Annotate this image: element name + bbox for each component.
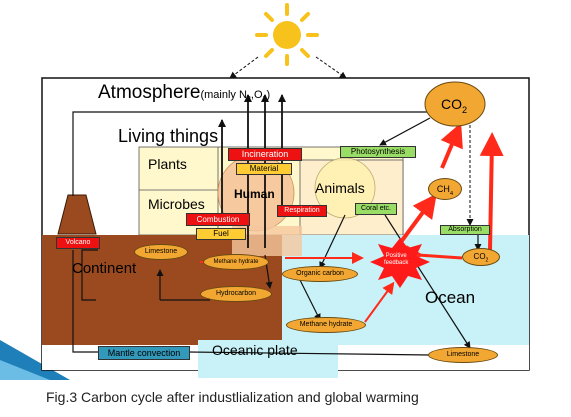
co2-ocean-sub: 2 [485, 257, 489, 264]
limestone-sea-oval: Limestone [428, 347, 498, 363]
positive-feedback-starburst [370, 238, 430, 288]
corner-accent-light-shape [0, 360, 50, 380]
atmosphere-note-prefix: (mainly N [200, 89, 247, 101]
positive-feedback-label: Positive feedback [384, 253, 408, 267]
animals-label: Animals [315, 180, 365, 196]
coral-to-limestone-arrow [384, 214, 471, 349]
methane-hydrate-land-oval: Methane hydrate [203, 254, 269, 270]
human-label: Human [234, 187, 275, 201]
oceanic-plate-label: Oceanic plate [212, 342, 298, 358]
feedback-line1: Positive [385, 253, 407, 259]
mantle-loop-left [72, 250, 98, 353]
continent-label: Continent [72, 260, 137, 277]
volcano-box: Volcano [56, 237, 100, 249]
ch4-oval: CH4 [428, 178, 462, 200]
sun-ray-arrow-left [229, 56, 259, 79]
co2-atmosphere-oval [424, 81, 486, 127]
ocean-label: Ocean [425, 288, 476, 307]
figure-caption: Fig.3 Carbon cycle after industlializati… [46, 389, 419, 405]
atmosphere-note-suffix: ) [266, 89, 271, 101]
organic-to-methane-arrow [299, 279, 321, 321]
oceanic-plate-band [198, 340, 338, 378]
combustion-box: Combustion [186, 213, 250, 226]
limestone-land-oval: Limestone [134, 244, 188, 260]
atmosphere-label: Atmosphere [98, 82, 201, 103]
methane-to-feedback-red-arrow [364, 281, 395, 323]
ch4-to-co2-red-arrow [440, 122, 463, 169]
continent-loop-line [81, 249, 98, 301]
respiration-box: Respiration [277, 205, 327, 217]
sun-icon [255, 3, 319, 66]
mantle-convection-box: Mantle convection [98, 346, 190, 360]
organic-carbon-oval: Organic carbon [282, 266, 358, 282]
sun-ray-arrow-right [315, 56, 347, 79]
volcano-icon [57, 194, 97, 235]
atmosphere-note-mid: ,O [250, 89, 263, 101]
ocean-co2-to-atmosphere-red-arrow [479, 132, 504, 251]
material-box: Material [236, 163, 292, 175]
feedback-line2: feedback [384, 260, 409, 266]
microbes-label: Microbes [148, 196, 205, 212]
co2-sub: 2 [462, 104, 468, 115]
hydrocarbon-oval: Hydrocarbon [200, 286, 272, 302]
co2-atmosphere-label: CO2 [441, 96, 468, 115]
ocean-co2-to-feedback-red-arrow [405, 245, 463, 264]
absorption-box: Absorption [440, 225, 490, 235]
co2-to-photosynthesis-arrow [379, 117, 431, 146]
fuel-box: Fuel [196, 228, 246, 240]
coral-box: Coral etc. [355, 203, 397, 215]
incineration-box: Incineration [228, 148, 302, 161]
plants-label: Plants [148, 156, 187, 172]
atmosphere-title: Atmosphere(mainly N2,O2) [98, 82, 270, 104]
living-things-label: Living things [118, 126, 219, 146]
co2-main: CO [441, 96, 462, 112]
ch4-sub: 4 [449, 190, 454, 197]
atmosphere-note-sub2: 2 [262, 95, 267, 104]
methane-hydrate-sea-oval: Methane hydrate [286, 317, 366, 333]
volcano-to-atmosphere-arrow [72, 108, 441, 196]
mantle-to-limestone-line [181, 348, 431, 356]
ch4-main: CH [436, 184, 450, 194]
co2-ocean-oval: CO2 [462, 248, 500, 266]
atmosphere-note-sub1: 2 [246, 95, 251, 104]
photosynthesis-box: Photosynthesis [340, 146, 416, 158]
co2-ocean-main: CO [473, 252, 486, 261]
animals-to-organic-arrow [319, 214, 346, 269]
